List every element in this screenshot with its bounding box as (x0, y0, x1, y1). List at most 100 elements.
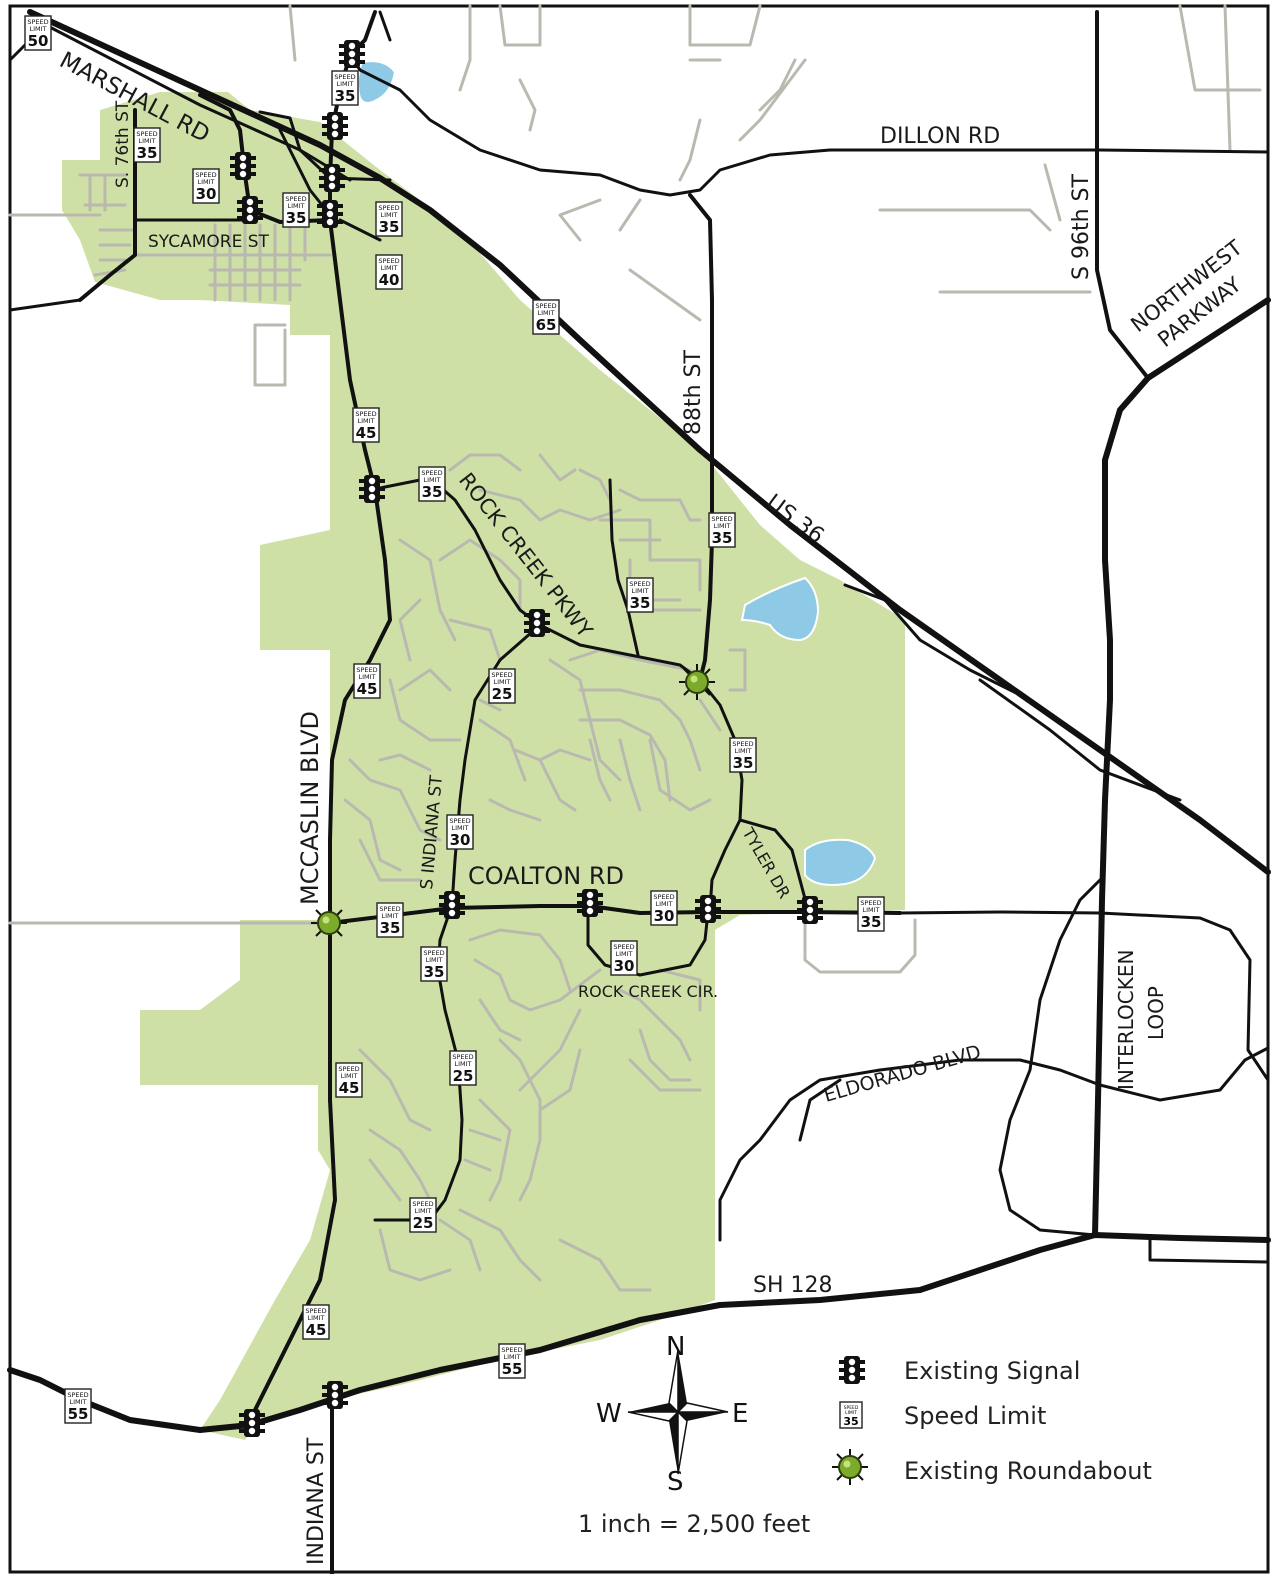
svg-text:LIMIT: LIMIT (423, 476, 440, 484)
svg-text:SPEED: SPEED (356, 666, 377, 674)
svg-text:35: 35 (843, 1415, 858, 1428)
compass-north: N (666, 1332, 685, 1362)
svg-text:LIMIT: LIMIT (336, 80, 353, 88)
svg-text:SPEED: SPEED (285, 195, 306, 203)
roundabout-icon (678, 663, 716, 701)
major-roads (7, 9, 1271, 1574)
label-sycamore-st: SYCAMORE ST (148, 232, 270, 252)
compass-east: E (732, 1399, 748, 1429)
label-rock-creek-cir: ROCK CREEK CIR. (578, 982, 718, 1001)
svg-text:LIMIT: LIMIT (307, 1314, 324, 1322)
svg-text:SPEED: SPEED (860, 899, 881, 907)
svg-text:SPEED: SPEED (423, 949, 444, 957)
svg-text:SPEED: SPEED (27, 18, 48, 26)
signal-icon (317, 200, 343, 228)
svg-text:SPEED: SPEED (305, 1307, 326, 1315)
speed-limit-value: 35 (380, 919, 401, 937)
svg-text:LIMIT: LIMIT (615, 950, 632, 958)
svg-text:SPEED: SPEED (355, 410, 376, 418)
speed-limit-value: 35 (712, 529, 733, 547)
label-dillon-rd: DILLON RD (880, 124, 1000, 149)
svg-text:LIMIT: LIMIT (493, 678, 510, 686)
svg-text:SPEED: SPEED (195, 171, 216, 179)
speed-limit-value: 25 (453, 1067, 474, 1085)
svg-text:LIMIT: LIMIT (287, 202, 304, 210)
speed-limit-value: 35 (422, 483, 443, 501)
signal-icon (439, 891, 465, 919)
scale-label: 1 inch = 2,500 feet (578, 1510, 810, 1538)
signal-icon (319, 164, 345, 192)
svg-text:LIMIT: LIMIT (381, 912, 398, 920)
svg-text:LIMIT: LIMIT (845, 1410, 857, 1416)
legend-speed-icon: SPEED LIMIT 35 (839, 1401, 863, 1429)
svg-text:SPEED: SPEED (711, 515, 732, 523)
speed-limit-value: 30 (654, 907, 675, 925)
speed-limit-value: 35 (630, 594, 651, 612)
speed-limit-value: 55 (502, 1360, 523, 1378)
svg-text:LIMIT: LIMIT (454, 1060, 471, 1068)
label-loop: LOOP (1144, 986, 1168, 1040)
signal-icon (797, 896, 823, 924)
legend-speed-label: Speed Limit (904, 1402, 1046, 1430)
svg-text:LIMIT: LIMIT (713, 522, 730, 530)
svg-text:SPEED: SPEED (136, 130, 157, 138)
legend-signal-label: Existing Signal (904, 1357, 1080, 1385)
legend-roundabout-label: Existing Roundabout (904, 1457, 1152, 1485)
svg-text:LIMIT: LIMIT (451, 824, 468, 832)
speed-limit-value: 35 (286, 209, 307, 227)
label-sh-128: SH 128 (753, 1273, 833, 1298)
svg-text:SPEED: SPEED (732, 740, 753, 748)
speed-limit-value: 25 (492, 685, 513, 703)
roundabout-icon (310, 904, 348, 942)
label-s-76th-st: S. 76th ST (113, 100, 133, 188)
signal-icon (322, 112, 348, 140)
signal-icon (524, 609, 550, 637)
speed-limit-value: 45 (339, 1079, 360, 1097)
signal-icon (322, 1381, 348, 1409)
city-area (62, 92, 905, 1420)
signal-icon (239, 1409, 265, 1437)
label-s-96th-st: S 96th ST (1069, 174, 1094, 280)
svg-text:LIMIT: LIMIT (503, 1353, 520, 1361)
signal-icon (577, 889, 603, 917)
svg-text:SPEED: SPEED (334, 73, 355, 81)
svg-text:SPEED: SPEED (491, 671, 512, 679)
speed-limit-value: 40 (379, 271, 400, 289)
speed-limit-value: 35 (733, 754, 754, 772)
legend-signal-icon (839, 1356, 865, 1384)
speed-limit-value: 45 (356, 424, 377, 442)
signal-icon (695, 895, 721, 923)
svg-text:LIMIT: LIMIT (537, 309, 554, 317)
svg-text:SPEED: SPEED (338, 1065, 359, 1073)
svg-text:LIMIT: LIMIT (340, 1072, 357, 1080)
speed-limit-value: 35 (379, 218, 400, 236)
svg-text:SPEED: SPEED (67, 1391, 88, 1399)
speed-limit-signs: SPEEDLIMIT50SPEEDLIMIT35SPEEDLIMIT35SPEE… (24, 15, 885, 1424)
signal-icon (237, 196, 263, 224)
svg-text:LIMIT: LIMIT (69, 1398, 86, 1406)
speed-limit-value: 50 (28, 32, 49, 50)
svg-text:LIMIT: LIMIT (357, 417, 374, 425)
legend-roundabout-icon (831, 1448, 869, 1486)
speed-limit-value: 35 (861, 913, 882, 931)
compass-west: W (596, 1399, 622, 1429)
svg-text:LIMIT: LIMIT (862, 906, 879, 914)
svg-text:LIMIT: LIMIT (380, 211, 397, 219)
